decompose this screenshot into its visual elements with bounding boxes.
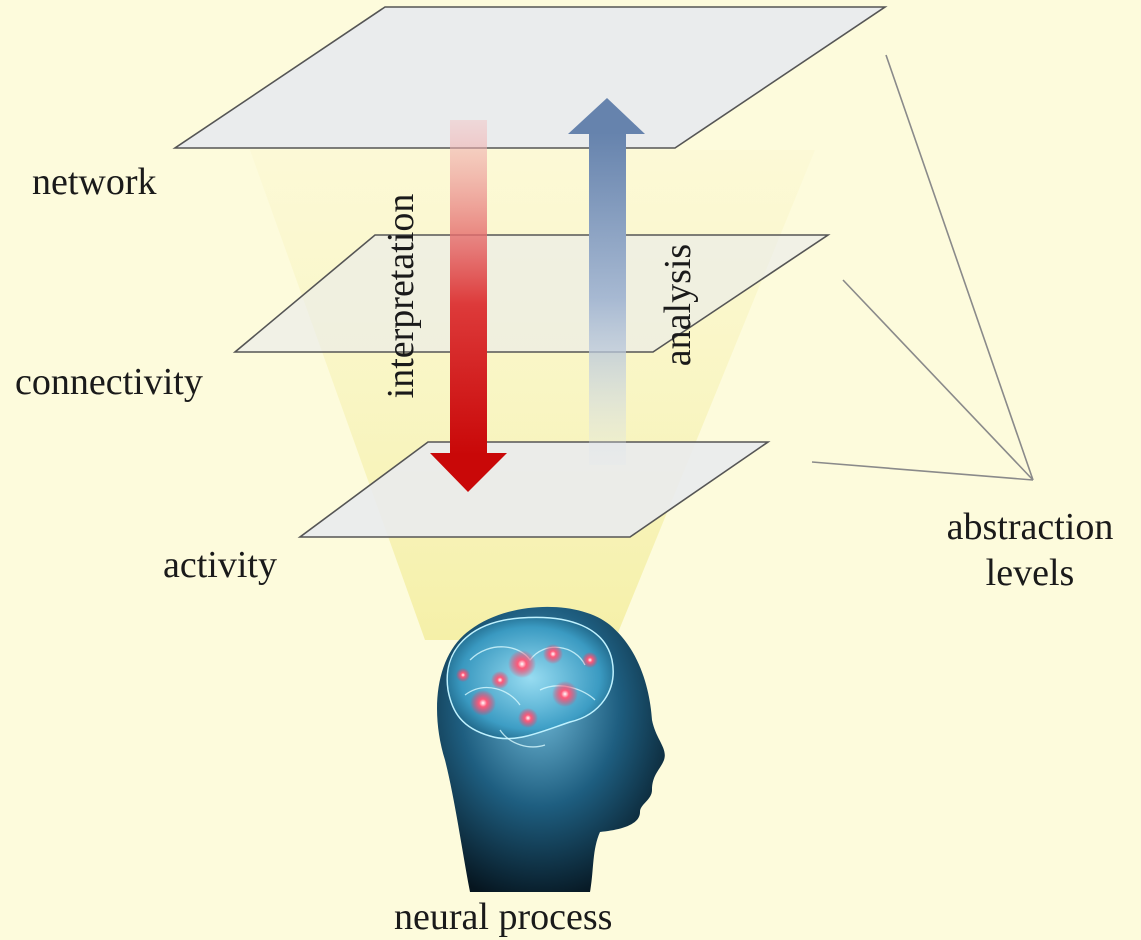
label-interpretation: interpretation (380, 193, 422, 399)
analysis-arrow (568, 98, 645, 465)
brain-head-icon (437, 606, 665, 892)
plane-connectivity (232, 234, 831, 353)
plane-activity (297, 441, 771, 538)
interpretation-arrow (430, 120, 507, 492)
label-neural-process: neural process (394, 896, 613, 938)
label-abstraction-levels: abstraction levels (935, 505, 1125, 596)
label-abstraction: abstraction (946, 506, 1114, 548)
label-activity: activity (163, 544, 277, 586)
abstraction-pointer-lines (811, 54, 1034, 481)
plane-network (172, 6, 888, 149)
label-connectivity: connectivity (15, 361, 203, 403)
light-beam (250, 150, 815, 640)
label-levels: levels (985, 551, 1075, 594)
label-analysis: analysis (657, 243, 699, 367)
label-network: network (32, 161, 157, 203)
